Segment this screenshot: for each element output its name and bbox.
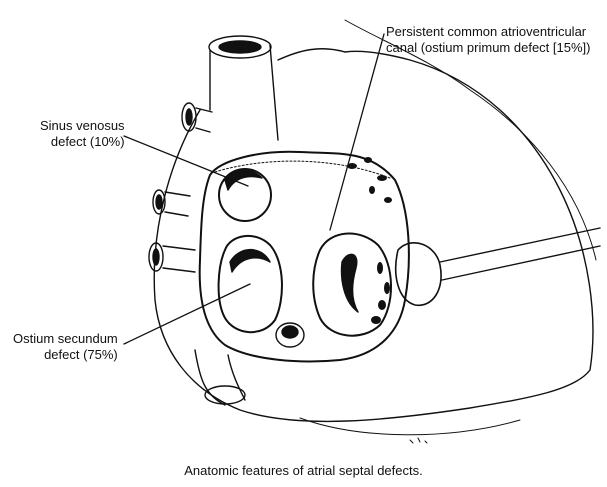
label-secundum-line2: defect (75%) <box>13 347 118 363</box>
retractor <box>396 228 600 305</box>
pulmonary-veins <box>149 103 212 272</box>
label-ostium-secundum: Ostium secundum defect (75%) <box>13 331 118 363</box>
label-primum-line2: canal (ostium primum defect [15%]) <box>386 40 590 56</box>
label-venosus-line1: Sinus venosus <box>40 118 125 134</box>
label-venosus-line2: defect (10%) <box>40 134 125 150</box>
figure-caption: Anatomic features of atrial septal defec… <box>0 463 607 478</box>
leader-secundum <box>124 284 250 344</box>
label-secundum-line1: Ostium secundum <box>13 331 118 347</box>
leader-primum <box>330 34 384 230</box>
heart-outline <box>154 51 593 421</box>
heart-lower-edge <box>300 418 520 435</box>
ostium-secundum-defect <box>219 236 304 347</box>
label-primum-line1: Persistent common atrioventricular <box>386 24 590 40</box>
superior-vena-cava <box>209 36 345 140</box>
label-sinus-venosus: Sinus venosus defect (10%) <box>40 118 125 150</box>
pericardium-edge <box>345 20 596 260</box>
label-ostium-primum: Persistent common atrioventricular canal… <box>386 24 590 56</box>
inferior-vena-cava <box>195 350 245 405</box>
